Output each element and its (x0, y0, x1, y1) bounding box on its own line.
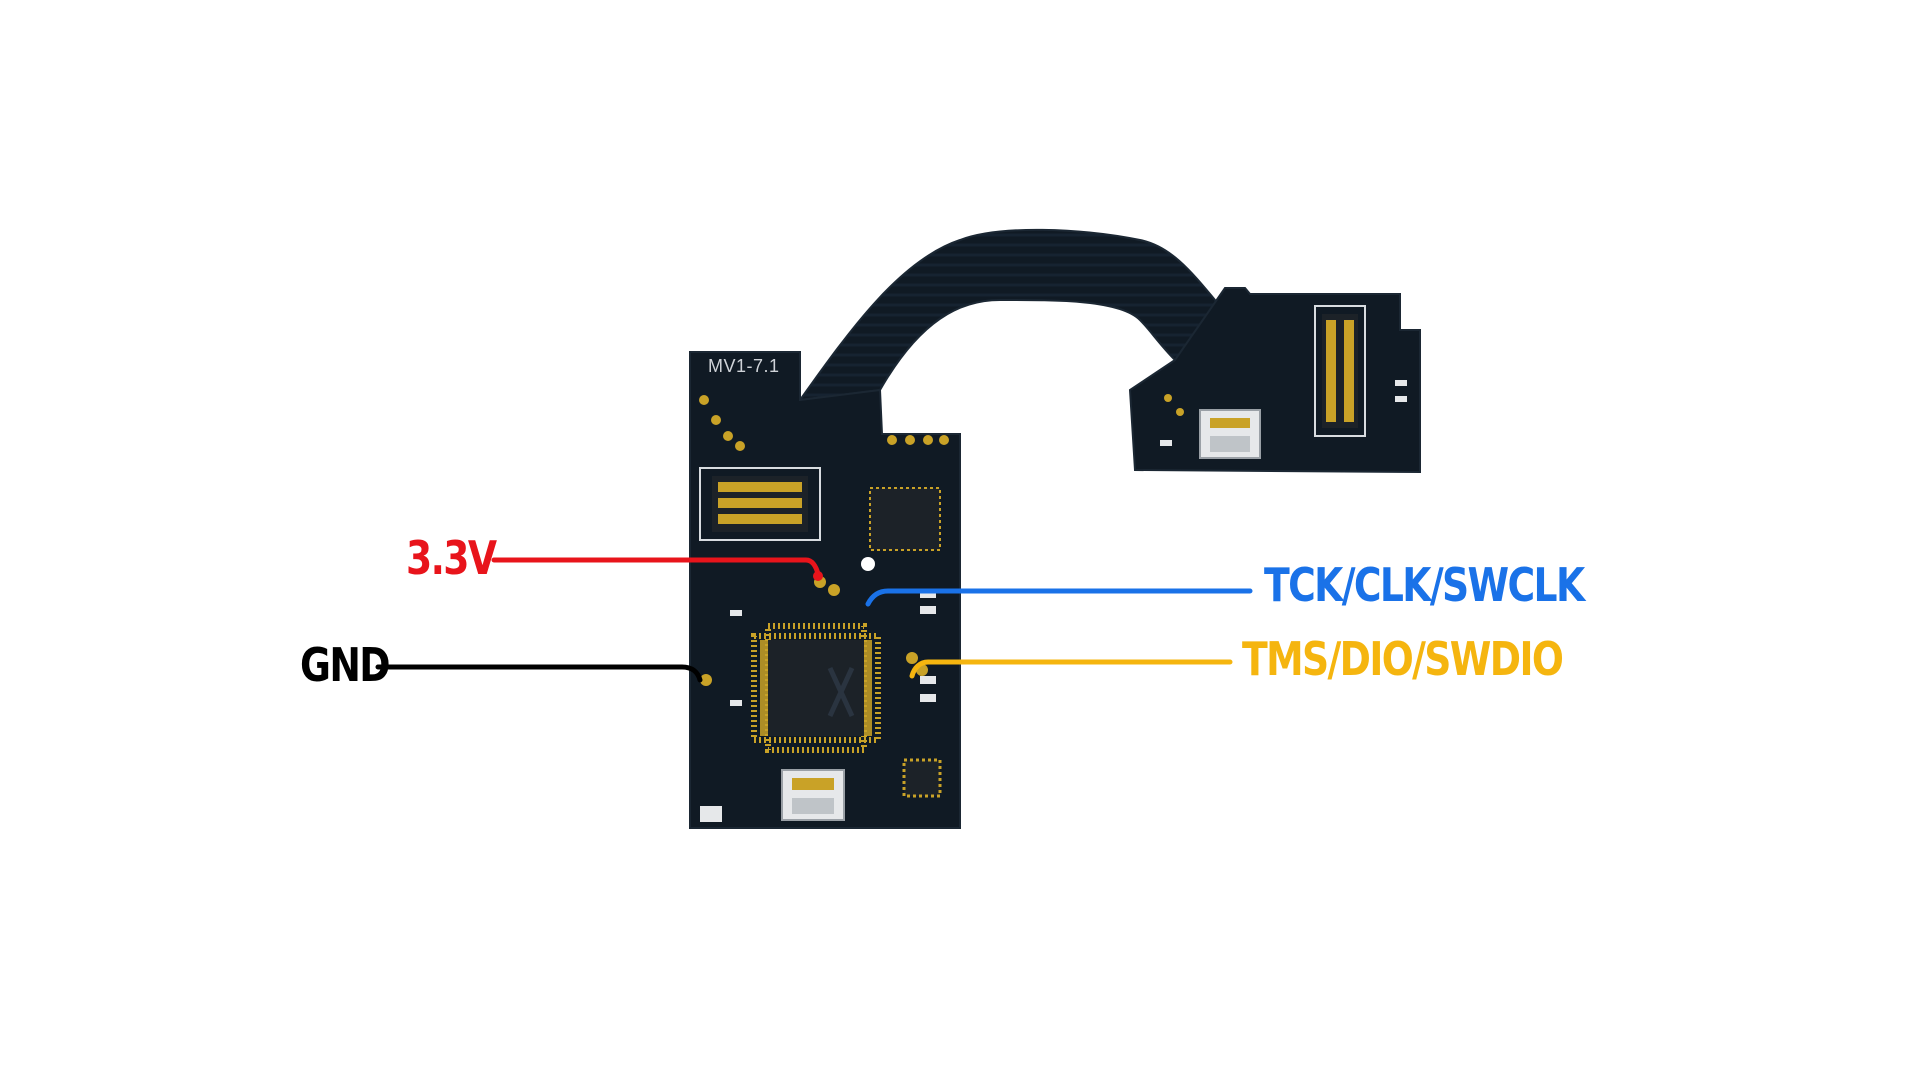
fpc-connector-daughter (1199, 409, 1261, 459)
pin-label-gnd: GND (300, 638, 391, 692)
board-marking: MV1-7.1 (708, 356, 780, 376)
pin-label-tms: TMS/DIO/SWDIO (1242, 632, 1564, 686)
fpc-connector-bottom (781, 769, 845, 821)
qfn-chip (869, 487, 941, 551)
pin-label-tck: TCK/CLK/SWCLK (1264, 558, 1585, 612)
main-board (689, 351, 961, 829)
flex-cable (797, 228, 1237, 402)
test-pads (699, 394, 1184, 686)
board-connector (699, 467, 821, 541)
wire-tms (909, 659, 1233, 679)
pad-3v3 (813, 571, 823, 581)
white-test-point (861, 557, 875, 571)
small-chip (902, 758, 942, 798)
led (700, 806, 722, 822)
smd-components (730, 380, 1407, 706)
wire-tck (865, 588, 1253, 607)
mcu-chip (751, 623, 881, 753)
daughter-connector (1314, 305, 1366, 437)
wire-gnd (375, 664, 703, 683)
pin-label-3v3: 3.3V (406, 531, 497, 585)
